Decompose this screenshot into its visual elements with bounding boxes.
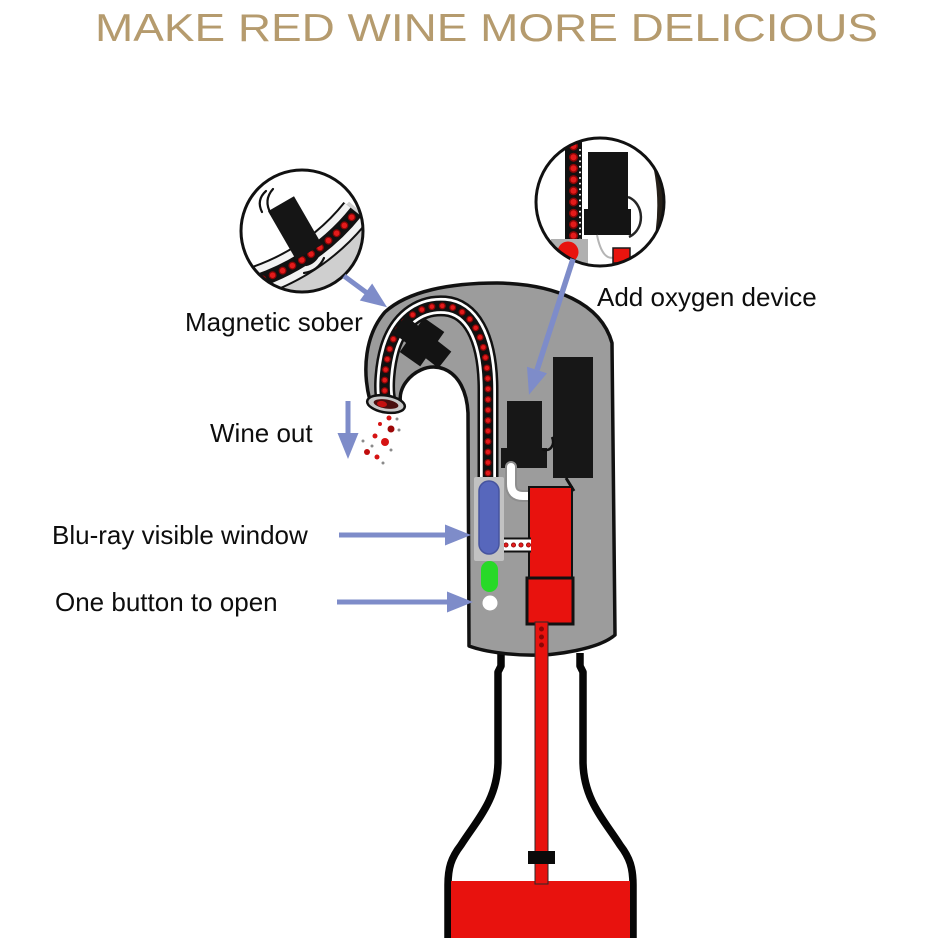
magnetic-sober-magnet (392, 315, 452, 369)
spout-tip (365, 393, 407, 415)
tube-clip (528, 851, 555, 864)
bluray-visible-window (474, 477, 504, 561)
wine-droplets (361, 415, 401, 465)
callout-arrows (337, 258, 576, 613)
label-one-button: One button to open (55, 587, 278, 617)
power-button[interactable] (482, 595, 498, 611)
intake-tube (528, 621, 555, 885)
label-add-oxygen: Add oxygen device (597, 282, 817, 312)
wine-pump-base (525, 576, 575, 626)
wine-pump (528, 486, 573, 579)
battery (553, 357, 593, 478)
bluray-window-arrow-icon (339, 524, 471, 546)
led-indicator (481, 561, 498, 592)
air-tube (505, 461, 536, 502)
magnetic-sober-arrow-icon (342, 273, 394, 316)
wine-tube-hook (374, 295, 499, 482)
wine-out-arrow-icon (337, 401, 359, 459)
oxygen-pump (507, 401, 542, 448)
oxygen-pump-motor (588, 152, 628, 209)
wire (541, 436, 555, 452)
aerator-device (361, 281, 617, 657)
label-magnetic-sober: Magnetic sober (185, 307, 363, 337)
magnet-band (268, 196, 322, 260)
one-button-arrow-icon (337, 591, 473, 613)
add-oxygen-detail-circle (534, 136, 666, 268)
page-title: MAKE RED WINE MORE DELICIOUS (95, 7, 878, 50)
label-wine-out: Wine out (210, 418, 313, 448)
wine-fill (451, 881, 630, 938)
magnetic-sober-detail-circle (239, 168, 365, 294)
wine-bottle (444, 653, 637, 938)
add-oxygen-arrow-icon (518, 258, 576, 398)
label-bluray-window: Blu-ray visible window (52, 520, 308, 550)
